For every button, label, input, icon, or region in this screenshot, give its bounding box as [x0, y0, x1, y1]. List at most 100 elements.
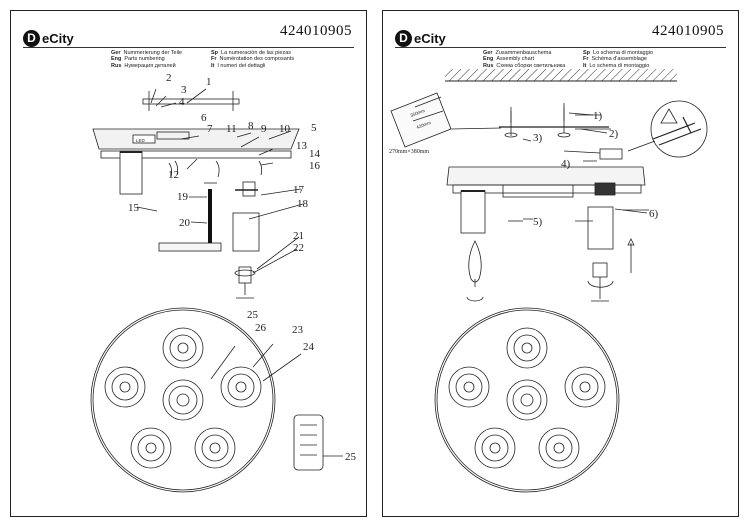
remote-control [293, 414, 343, 471]
shade-top [506, 327, 548, 369]
part-number-6: 6 [201, 112, 207, 124]
article-code: 424010905 [652, 23, 724, 39]
shade-left [448, 366, 490, 408]
warning-icon [660, 108, 678, 124]
step-5: 5) [533, 216, 543, 228]
base-rim [100, 150, 292, 159]
fixture-outer-ring [90, 307, 276, 493]
logo-text: eCity [42, 30, 74, 46]
shade-top [162, 327, 204, 369]
finial [238, 266, 252, 284]
finial [592, 262, 608, 278]
bulb-socket [242, 181, 256, 197]
part-number-3: 3 [181, 84, 187, 96]
part-number-12: 12 [168, 169, 179, 181]
part-number-19: 19 [177, 191, 189, 203]
step-2: 2) [609, 128, 619, 140]
glass-shade-right [232, 212, 260, 252]
light-bulb [468, 240, 482, 283]
shade-bottom-left [130, 427, 172, 469]
logo-text: eCity [414, 30, 446, 46]
part-number-21: 21 [293, 230, 304, 242]
part-number-23: 23 [292, 324, 304, 336]
terminal-block [599, 148, 623, 160]
glass-shade-right [587, 206, 614, 250]
glass-shade-left [460, 190, 486, 234]
part-number-7: 7 [207, 123, 213, 135]
part-number-1: 1 [206, 76, 212, 88]
shade-bottom-right [538, 427, 580, 469]
rotate-arrow-left [466, 296, 484, 302]
drill-template [390, 92, 452, 148]
drill-spacing: 270mm×380mm [389, 149, 429, 155]
brand-logo: D eCity [395, 29, 446, 47]
socket-right [594, 182, 616, 196]
part-number-9: 9 [261, 123, 267, 135]
shade-bottom-left [474, 427, 516, 469]
fixture-top-view [434, 307, 620, 493]
brand-logo: D eCity [23, 29, 74, 47]
part-number-2: 2 [166, 72, 172, 84]
part-number-17: 17 [293, 184, 305, 196]
center-shade [506, 379, 548, 421]
part-number-25: 25 [247, 309, 259, 321]
shade-right [220, 366, 262, 408]
fixture-outer-ring [434, 307, 620, 493]
part-number-20: 20 [179, 217, 191, 229]
part-number-24: 24 [303, 341, 315, 353]
logo-mark: D [23, 29, 40, 47]
article-code: 424010905 [280, 23, 352, 39]
dimension-420mm: 420mm [416, 120, 432, 130]
part-number-8: 8 [248, 120, 254, 132]
shade-left [104, 366, 146, 408]
part-number-18: 18 [297, 198, 309, 210]
step-3: 3) [533, 132, 543, 144]
part-number-13: 13 [296, 140, 308, 152]
part-number-11: 11 [226, 123, 237, 135]
shade-right [564, 366, 606, 408]
assembly-drawing: 350mm 420mm 270mm×380mm 1) 2) 3) 4) 5) 6… [389, 69, 708, 493]
header-divider [395, 47, 726, 48]
shade-bottom-right [194, 427, 236, 469]
step-6: 6) [649, 208, 659, 220]
part-number-4: 4 [179, 96, 185, 108]
dimension-350mm: 350mm [410, 108, 426, 118]
header-divider [23, 47, 354, 48]
step-1: 1) [593, 110, 603, 122]
glass-shade-left [119, 151, 143, 195]
part-number-5: 5 [311, 122, 317, 134]
center-shade [162, 379, 204, 421]
part-number-15: 15 [128, 202, 140, 214]
led-driver [132, 134, 156, 144]
exploded-parts-drawing: LED 1 2 3 4 5 6 7 8 9 10 11 12 13 14 15 … [90, 72, 357, 493]
part-number-10: 10 [279, 123, 291, 135]
mounting-bracket [142, 98, 240, 105]
part-number-16: 16 [309, 160, 321, 172]
part-number-25-remote: 25 [345, 451, 357, 463]
step-4: 4) [561, 158, 571, 170]
rotate-arrow-right [587, 280, 614, 288]
fixture-top-view [90, 307, 302, 493]
bottom-plate [158, 242, 222, 252]
lamp-body [446, 166, 646, 186]
part-number-14: 14 [309, 148, 321, 160]
part-number-26: 26 [255, 322, 267, 334]
